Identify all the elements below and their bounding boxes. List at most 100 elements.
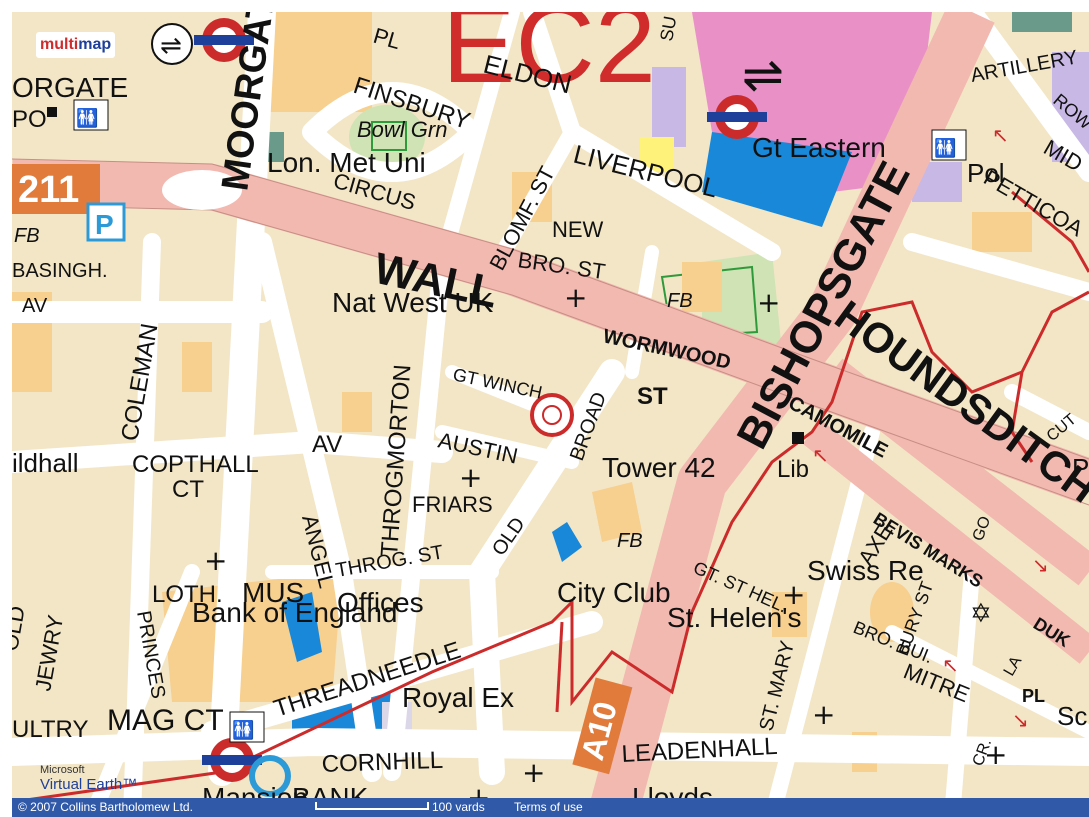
svg-text:P: P xyxy=(95,209,114,240)
svg-text:NEW: NEW xyxy=(552,217,604,242)
boundary-line-2 xyxy=(1011,190,1089,273)
svg-text:FRIARS: FRIARS xyxy=(412,492,493,517)
synagogue-icon: ✡ xyxy=(970,599,992,629)
svg-text:Swiss Re: Swiss Re xyxy=(807,555,924,586)
road-shield-211: 211 xyxy=(12,164,100,214)
svg-text:AV: AV xyxy=(22,295,48,317)
map-canvas[interactable]: EC2 211 A10 ⇌ ⇌ xyxy=(12,12,1089,817)
svg-text:Nat West UK: Nat West UK xyxy=(332,287,494,318)
tube-station-circle-icon xyxy=(530,393,574,437)
multimap-logo[interactable]: multimap xyxy=(36,32,116,58)
area-yellow xyxy=(640,137,674,171)
svg-text:FB: FB xyxy=(617,530,643,552)
svg-text:Royal Ex: Royal Ex xyxy=(402,682,514,713)
church-icon: + xyxy=(522,756,545,789)
svg-text:FB: FB xyxy=(667,290,693,312)
svg-text:MAG CT: MAG CT xyxy=(107,704,224,737)
svg-text:↖: ↖ xyxy=(992,123,1009,147)
svg-text:⇌: ⇌ xyxy=(160,31,182,61)
dark-block-2 xyxy=(1012,12,1072,32)
svg-text:P: P xyxy=(1072,453,1089,483)
svg-text:↖: ↖ xyxy=(942,653,959,677)
scale-bar xyxy=(315,802,429,810)
logo-text-part1: multi xyxy=(40,36,79,53)
svg-text:FB: FB xyxy=(14,225,40,247)
boundary-line-4 xyxy=(555,621,564,713)
streets-pink xyxy=(12,12,1089,817)
map-footer: © 2007 Collins Bartholomew Ltd. 100 vard… xyxy=(12,798,1089,817)
toilets-icon: 🚻 xyxy=(73,99,109,131)
svg-text:Lon. Met Uni: Lon. Met Uni xyxy=(267,147,426,178)
copyright-text: © 2007 Collins Bartholomew Ltd. xyxy=(18,800,193,814)
svg-text:PL: PL xyxy=(1022,686,1045,706)
boundary-line xyxy=(12,290,1089,804)
church-icon: + xyxy=(782,578,805,611)
parking-icon: P xyxy=(86,202,126,242)
svg-text:PO: PO xyxy=(12,106,47,133)
svg-text:LOTH.: LOTH. xyxy=(152,581,223,608)
building-block-4 xyxy=(682,262,722,312)
dlr-icon xyxy=(249,755,291,797)
building-block-2 xyxy=(592,482,642,542)
streets-white xyxy=(12,12,1089,817)
boundary-line-3 xyxy=(1010,371,1034,463)
svg-text:Offices: Offices xyxy=(337,587,424,618)
church-icon: + xyxy=(812,698,835,731)
svg-text:Tower 42: Tower 42 xyxy=(602,452,716,483)
svg-text:Bowl Grn: Bowl Grn xyxy=(357,117,447,142)
blue-block-1 xyxy=(282,592,322,662)
building-block-10 xyxy=(972,212,1032,252)
rail-icon: ⇌ xyxy=(742,46,784,104)
svg-text:Lib: Lib xyxy=(777,456,809,483)
roundabout xyxy=(162,170,242,210)
svg-text:CORNHILL: CORNHILL xyxy=(321,747,443,778)
scale-label: 100 vards xyxy=(432,800,485,814)
virtual-earth-logo: Microsoft Virtual Earth™ xyxy=(40,764,200,804)
svg-text:211: 211 xyxy=(18,169,79,211)
church-icon: + xyxy=(564,281,587,314)
svg-text:SU: SU xyxy=(656,15,680,43)
place-labels: Bowl Grn Lon. Met Uni Nat West UK Tower … xyxy=(12,72,1005,813)
svg-text:ST: ST xyxy=(637,383,668,410)
svg-text:🚻: 🚻 xyxy=(76,107,98,129)
church-icon: + xyxy=(984,738,1007,771)
liverpool-st-station-area xyxy=(692,12,932,192)
svg-text:Pol: Pol xyxy=(967,158,1005,188)
library-icon xyxy=(792,432,804,444)
svg-text:Bank of England: Bank of England xyxy=(192,597,398,628)
svg-text:AV: AV xyxy=(312,431,342,458)
ve-name: Virtual Earth™ xyxy=(40,776,138,793)
tube-icon xyxy=(707,95,767,139)
road-edges xyxy=(12,158,1089,506)
district-label: EC2 xyxy=(442,12,656,106)
one-way-arrows: ↖ ↖ ↘ ↖ ↘ xyxy=(812,123,1049,732)
blue-block-3 xyxy=(552,522,582,562)
svg-text:St. Helen's: St. Helen's xyxy=(667,602,802,633)
svg-text:Sc: Sc xyxy=(1057,701,1087,731)
svg-text:City Club: City Club xyxy=(557,577,671,608)
church-icon: + xyxy=(459,461,482,494)
svg-text:↘: ↘ xyxy=(1032,553,1049,577)
swiss-re-area xyxy=(870,582,914,642)
svg-text:🚻: 🚻 xyxy=(232,719,254,741)
svg-text:COPTHALL: COPTHALL xyxy=(132,451,259,478)
toilets-icon: 🚻 xyxy=(931,129,967,161)
bowl-green-outline xyxy=(371,121,407,151)
tube-icon xyxy=(194,18,254,62)
tube-icon xyxy=(202,738,262,782)
gt-eastern-hotel xyxy=(702,132,852,227)
rail-icon: ⇌ xyxy=(151,23,193,65)
terms-link[interactable]: Terms of use xyxy=(514,800,583,814)
toilets-icon: 🚻 xyxy=(229,711,265,743)
building-block-7 xyxy=(182,342,212,392)
svg-text:ULTRY: ULTRY xyxy=(12,716,88,743)
post-office-icon xyxy=(47,107,57,117)
svg-text:↖: ↖ xyxy=(812,443,829,467)
church-icon: + xyxy=(204,544,227,577)
logo-text-part2: map xyxy=(78,36,112,53)
svg-text:MUS: MUS xyxy=(242,577,304,608)
building-block-3 xyxy=(342,392,372,432)
svg-text:BASINGH.: BASINGH. xyxy=(12,260,108,282)
svg-text:🚻: 🚻 xyxy=(934,137,956,159)
svg-text:⇌: ⇌ xyxy=(742,46,784,104)
